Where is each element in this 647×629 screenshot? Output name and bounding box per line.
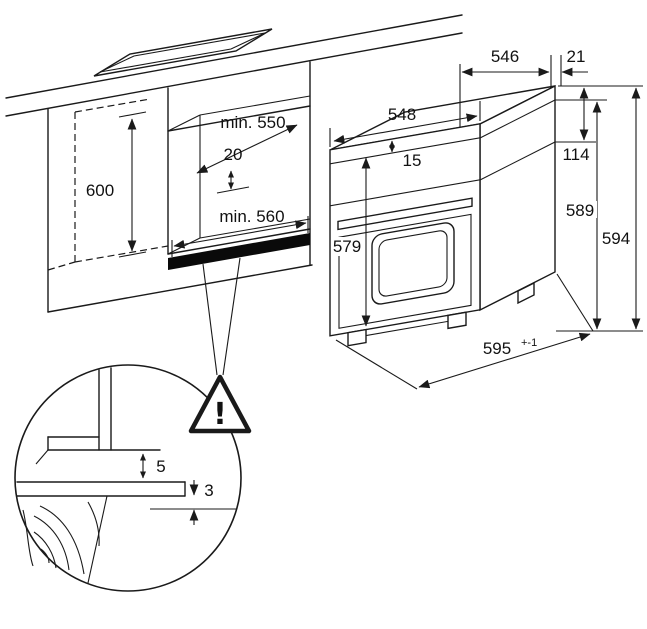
dim-oven-panel-height-label: 114 <box>562 145 589 164</box>
oven-door <box>338 213 472 329</box>
oven-door-handle <box>337 197 473 231</box>
panel-cross-section <box>16 367 236 510</box>
dim-oven-base-depth-label: 595 <box>483 339 511 358</box>
cooktop-cutout <box>93 28 273 77</box>
dim-cabinet-height-label: 600 <box>86 181 114 200</box>
dim-cabinet-width-label: min. 560 <box>219 207 284 226</box>
dim-cabinet-depth-label: min. 550 <box>220 113 285 132</box>
oven-door-window <box>371 222 455 305</box>
warning-exclamation: ! <box>213 397 227 432</box>
wood-grain <box>22 495 108 584</box>
dimensions-oven: 548 15 546 21 114 589 594 579 <box>329 47 643 390</box>
oven-front-foot-right <box>447 311 467 330</box>
dim-oven-total-height-label: 594 <box>602 229 630 248</box>
dim-oven-trim-label: 15 <box>403 151 422 170</box>
dim-oven-front-height-label: 579 <box>333 237 361 256</box>
dim-oven-base-tolerance-label: +-1 <box>521 337 537 349</box>
oven-front-foot-left <box>347 328 367 347</box>
dim-detail-top-gap-label: 5 <box>156 457 165 476</box>
callout-pointer-lines <box>202 257 241 376</box>
countertop <box>5 14 463 117</box>
dim-oven-width-label: 548 <box>388 105 416 124</box>
dim-oven-rear-gap-label: 21 <box>567 47 586 66</box>
dim-oven-depth-label: 546 <box>491 47 519 66</box>
oven <box>329 84 556 347</box>
dim-detail-bottom-gap-label: 3 <box>204 481 213 500</box>
dim-oven-body-height-label: 589 <box>566 201 594 220</box>
detail-callout <box>14 364 242 592</box>
callout-circle <box>14 364 242 592</box>
warning-triangle: ! <box>188 374 252 434</box>
dimensions-cabinet: 600 min. 550 20 min. 560 <box>86 111 309 258</box>
detail-dimensions <box>140 453 199 525</box>
oven-rear-foot <box>517 281 535 305</box>
dim-cabinet-offset-label: 20 <box>224 145 243 164</box>
detail-labels: 5 3 <box>156 457 213 500</box>
